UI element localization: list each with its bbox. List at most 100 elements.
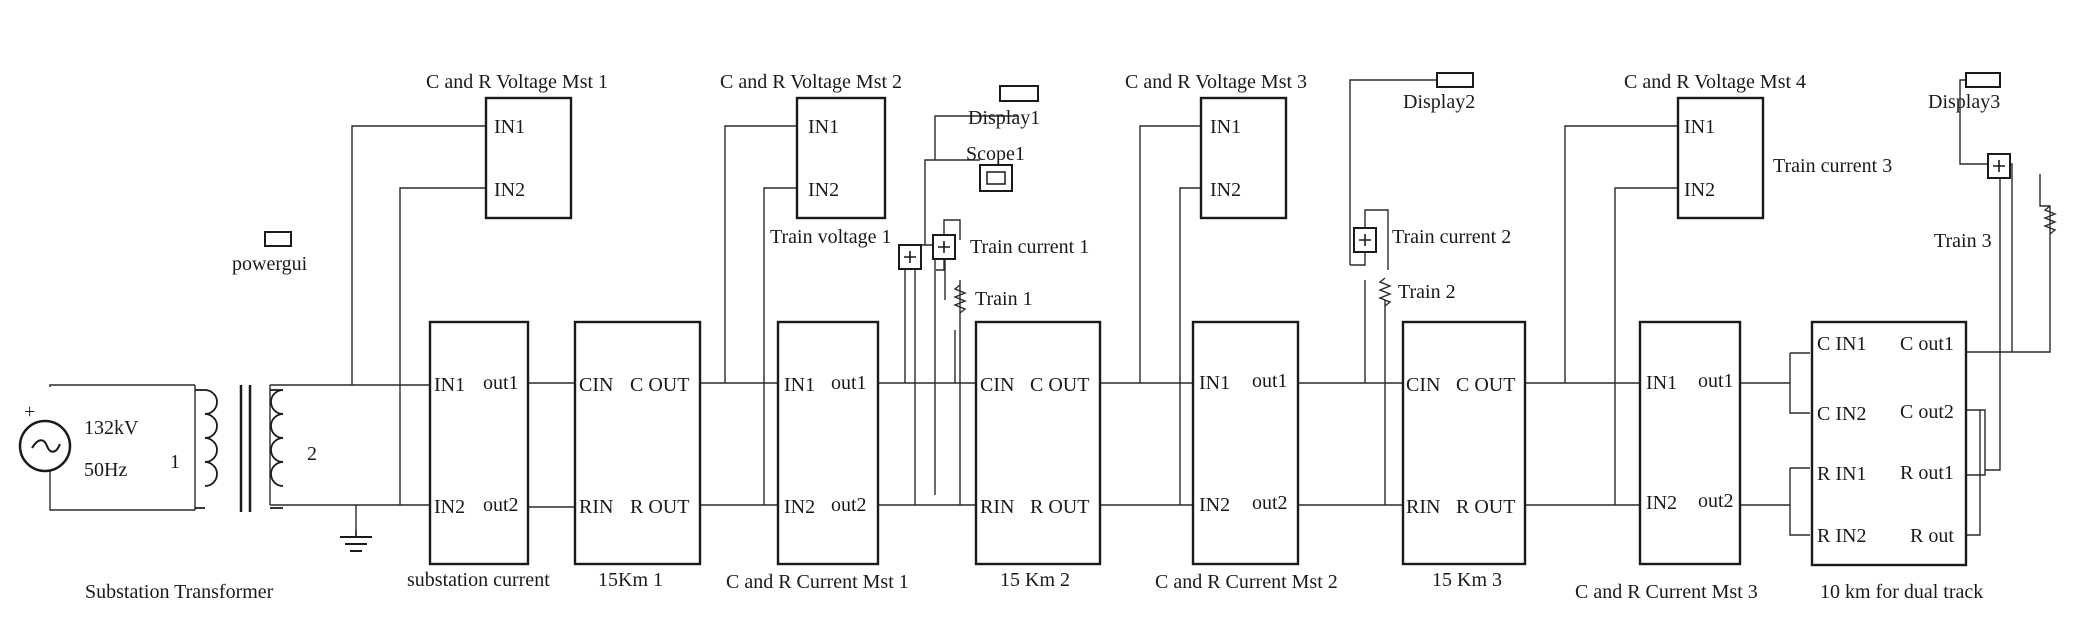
train-current-1-label: Train current 1 xyxy=(970,236,1089,258)
line-1-rin: RIN xyxy=(579,496,613,518)
line-1-label: 15Km 1 xyxy=(598,569,663,591)
line-2-cin: CIN xyxy=(980,374,1014,396)
line-1-cout: C OUT xyxy=(630,374,689,396)
dual-track-c-out2: C out2 xyxy=(1900,401,1954,423)
voltage-mst-3-in2: IN2 xyxy=(1210,179,1241,201)
substation-out1: out1 xyxy=(483,372,519,394)
line-2-rout: R OUT xyxy=(1030,496,1089,518)
resistor-icon xyxy=(1378,277,1392,307)
dual-track-c-in1: C IN1 xyxy=(1817,333,1866,355)
voltage-mst-3-label: C and R Voltage Mst 3 xyxy=(1125,71,1307,93)
display-2-label: Display2 xyxy=(1403,91,1475,113)
voltage-mst-1-label: C and R Voltage Mst 1 xyxy=(426,71,608,93)
plus-sensor-icon[interactable] xyxy=(932,234,956,260)
train-voltage-1-label: Train voltage 1 xyxy=(770,226,891,248)
voltage-mst-1-block[interactable]: IN1 IN2 xyxy=(484,96,573,220)
current-mst-3-in2: IN2 xyxy=(1646,492,1677,514)
display-1-block[interactable] xyxy=(999,85,1039,102)
plus-sensor-icon[interactable] xyxy=(898,244,922,270)
source-amplitude: 132kV xyxy=(84,417,139,439)
source-frequency: 50Hz xyxy=(84,459,127,481)
scope-1-label: Scope1 xyxy=(966,143,1025,165)
dual-track-r-out: R out xyxy=(1910,525,1954,547)
current-mst-2-label: C and R Current Mst 2 xyxy=(1155,571,1338,593)
voltage-mst-2-label: C and R Voltage Mst 2 xyxy=(720,71,902,93)
current-mst-2-in2: IN2 xyxy=(1199,494,1230,516)
line-1-cin: CIN xyxy=(579,374,613,396)
voltage-mst-4-block[interactable]: IN1 IN2 xyxy=(1676,96,1765,220)
voltage-mst-1-in2: IN2 xyxy=(494,179,525,201)
current-mst-3-out1: out1 xyxy=(1698,370,1734,392)
ac-source-icon xyxy=(18,419,72,473)
line-2-label: 15 Km 2 xyxy=(1000,569,1070,591)
train-3-label: Train 3 xyxy=(1934,230,1992,252)
coil-icon xyxy=(195,385,284,512)
voltage-mst-4-in2: IN2 xyxy=(1684,179,1715,201)
dual-track-label: 10 km for dual track xyxy=(1820,581,1983,603)
line-3-cout: C OUT xyxy=(1456,374,1515,396)
train-current-3-label: Train current 3 xyxy=(1773,155,1892,177)
current-mst-2-out2: out2 xyxy=(1252,492,1288,514)
current-mst-1-block[interactable]: IN1 out1 IN2 out2 xyxy=(776,320,880,566)
powergui-label: powergui xyxy=(232,253,308,275)
resistor-icon xyxy=(2043,205,2057,235)
dual-track-r-out1: R out1 xyxy=(1900,462,1954,484)
voltage-mst-4-label: C and R Voltage Mst 4 xyxy=(1624,71,1806,93)
line-2-cout: C OUT xyxy=(1030,374,1089,396)
display-1-label: Display1 xyxy=(968,107,1040,129)
line-2-rin: RIN xyxy=(980,496,1014,518)
substation-in1: IN1 xyxy=(434,374,465,396)
current-mst-3-block[interactable]: IN1 out1 IN2 out2 xyxy=(1638,320,1742,566)
current-mst-1-in2: IN2 xyxy=(784,496,815,518)
plus-sensor-icon[interactable] xyxy=(1987,153,2011,179)
dual-track-r-in1: R IN1 xyxy=(1817,463,1866,485)
current-mst-2-out1: out1 xyxy=(1252,370,1288,392)
substation-in2: IN2 xyxy=(434,496,465,518)
dual-track-c-out1: C out1 xyxy=(1900,333,1954,355)
voltage-mst-3-in1: IN1 xyxy=(1210,116,1241,138)
voltage-mst-3-block[interactable]: IN1 IN2 xyxy=(1199,96,1288,220)
display-3-block[interactable] xyxy=(1965,72,2001,88)
substation-out2: out2 xyxy=(483,494,519,516)
voltage-mst-4-in1: IN1 xyxy=(1684,116,1715,138)
train-2-label: Train 2 xyxy=(1398,281,1456,303)
transformer-label: Substation Transformer xyxy=(85,581,274,603)
current-mst-1-out1: out1 xyxy=(831,372,867,394)
substation-current-block[interactable]: IN1 IN2 out1 out2 xyxy=(428,320,530,566)
transformer-winding-2: 2 xyxy=(307,443,317,465)
current-mst-1-label: C and R Current Mst 1 xyxy=(726,571,909,593)
display-2-block[interactable] xyxy=(1436,72,1474,88)
current-mst-1-out2: out2 xyxy=(831,494,867,516)
line-3-cin: CIN xyxy=(1406,374,1440,396)
dual-track-block[interactable]: C IN1 C IN2 R IN1 R IN2 C out1 C out2 R … xyxy=(1810,320,1968,567)
line-1-rout: R OUT xyxy=(630,496,689,518)
line-15km-2-block[interactable]: CIN C OUT RIN R OUT xyxy=(974,320,1102,566)
current-mst-1-in1: IN1 xyxy=(784,374,815,396)
train-current-2-label: Train current 2 xyxy=(1392,226,1511,248)
display-3-label: Display3 xyxy=(1928,91,2000,113)
transformer-winding-1: 1 xyxy=(170,451,180,473)
ground-icon xyxy=(340,530,372,552)
voltage-mst-2-in1: IN1 xyxy=(808,116,839,138)
source-polarity: + xyxy=(24,401,35,423)
current-mst-2-block[interactable]: IN1 out1 IN2 out2 xyxy=(1191,320,1300,566)
powergui-block[interactable] xyxy=(264,231,292,247)
line-3-label: 15 Km 3 xyxy=(1432,569,1502,591)
line-3-rout: R OUT xyxy=(1456,496,1515,518)
line-15km-3-block[interactable]: CIN C OUT RIN R OUT xyxy=(1401,320,1527,566)
resistor-icon xyxy=(953,284,967,314)
train-1-label: Train 1 xyxy=(975,288,1033,310)
line-3-rin: RIN xyxy=(1406,496,1440,518)
current-mst-3-in1: IN1 xyxy=(1646,372,1677,394)
dual-track-r-in2: R IN2 xyxy=(1817,525,1866,547)
dual-track-c-in2: C IN2 xyxy=(1817,403,1866,425)
voltage-mst-2-block[interactable]: IN1 IN2 xyxy=(795,96,887,220)
current-mst-3-out2: out2 xyxy=(1698,490,1734,512)
line-15km-1-block[interactable]: CIN C OUT RIN R OUT xyxy=(573,320,702,566)
voltage-mst-1-in1: IN1 xyxy=(494,116,525,138)
voltage-mst-2-in2: IN2 xyxy=(808,179,839,201)
current-mst-3-label: C and R Current Mst 3 xyxy=(1575,581,1758,603)
scope-1-block[interactable] xyxy=(979,164,1013,192)
plus-sensor-icon[interactable] xyxy=(1353,227,1377,253)
